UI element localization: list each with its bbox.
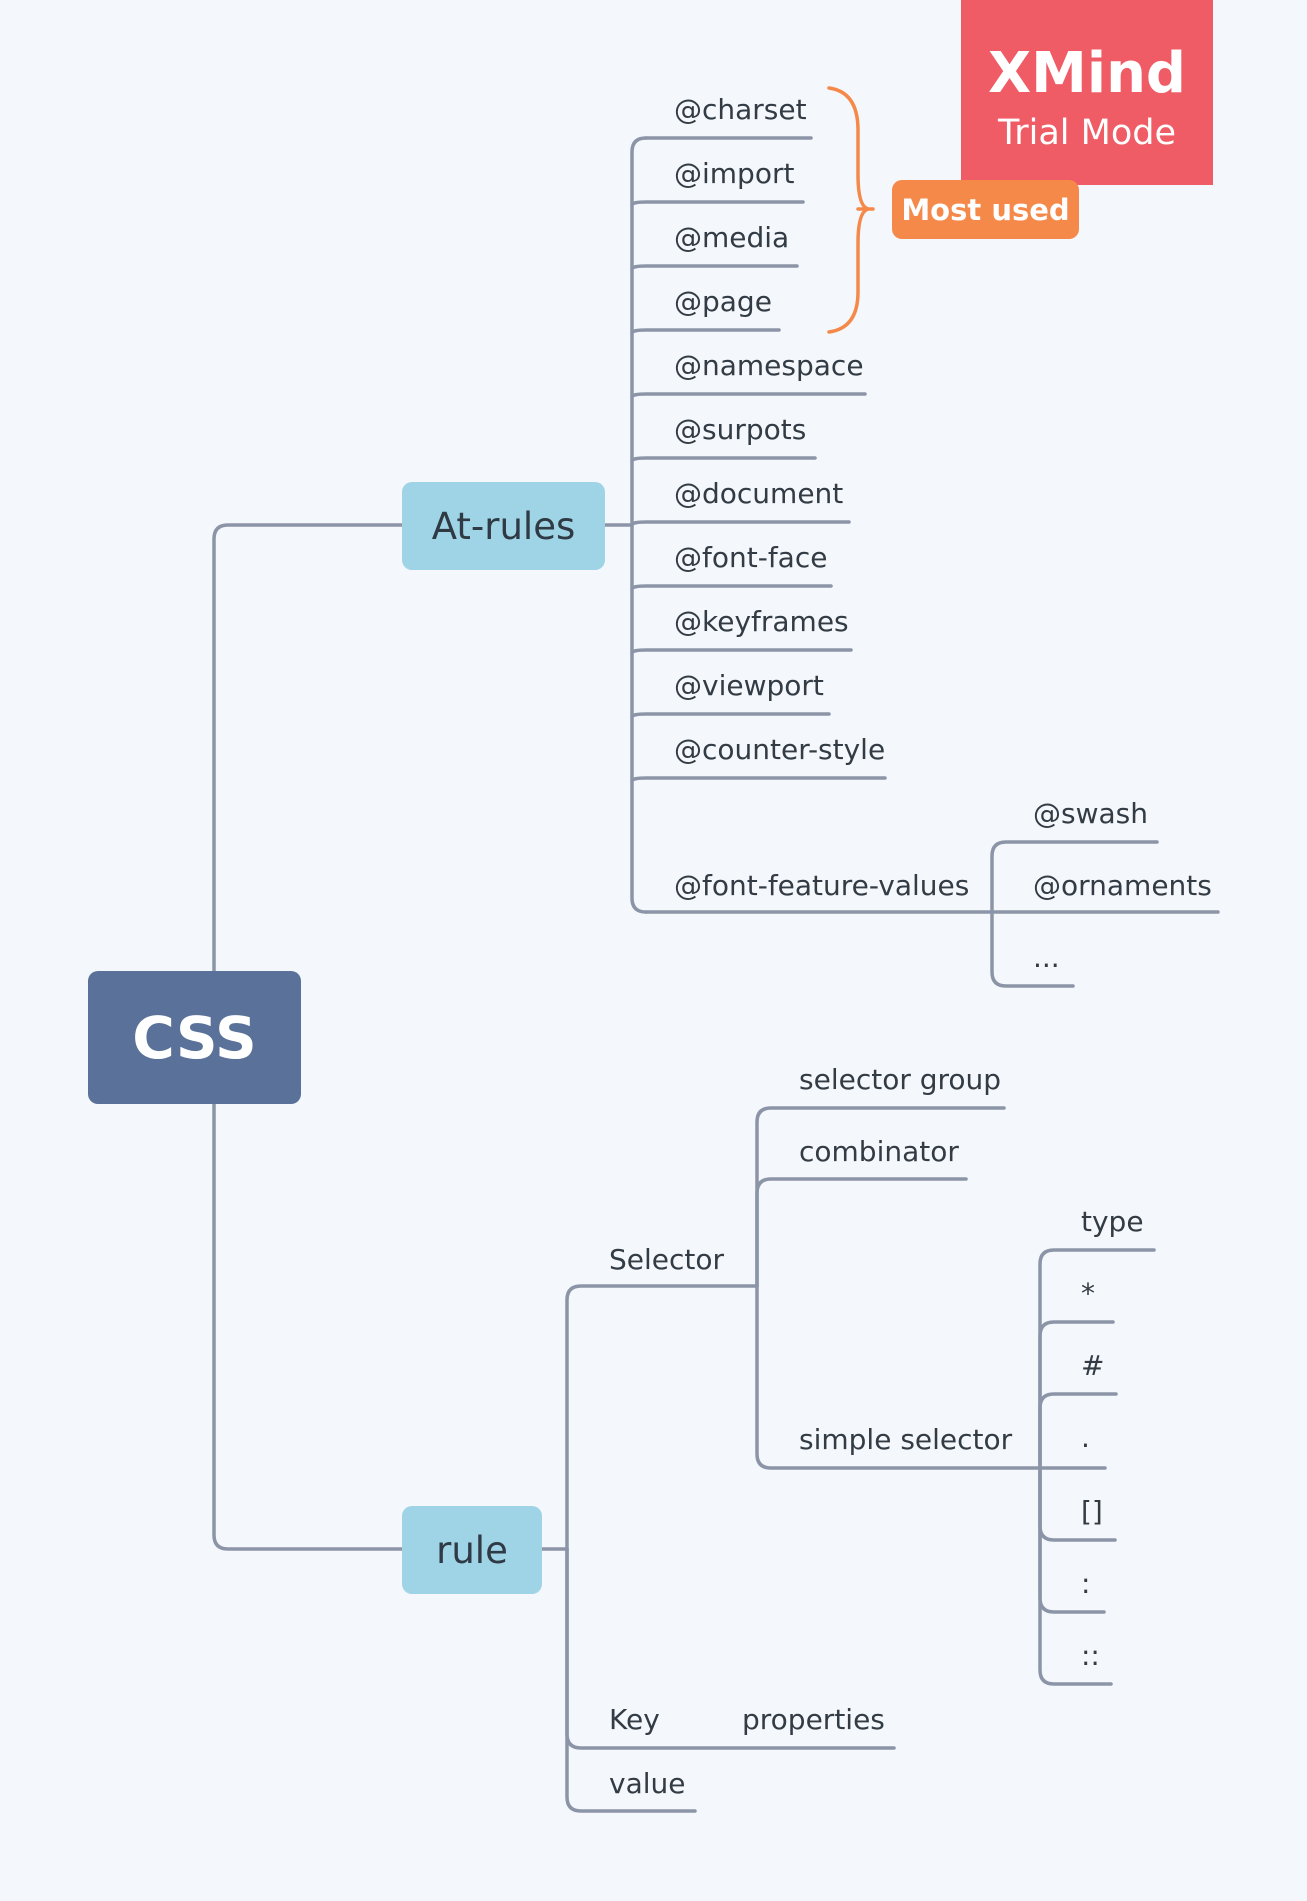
at-rule-surpots[interactable]: @surpots <box>674 413 807 446</box>
watermark-mode: Trial Mode <box>997 113 1176 153</box>
xmind-trial-watermark: XMind Trial Mode <box>961 0 1213 185</box>
ffv-swash[interactable]: @swash <box>1033 797 1148 830</box>
ffv-ellipsis[interactable]: ... <box>1033 941 1060 974</box>
simple-universal[interactable]: * <box>1081 1277 1095 1310</box>
simple-attribute[interactable]: [] <box>1081 1495 1103 1528</box>
watermark-brand: XMind <box>987 41 1187 106</box>
at-rule-media[interactable]: @media <box>674 221 790 254</box>
topic-at-rules[interactable]: At-rules <box>402 482 605 570</box>
at-rule-keyframes[interactable]: @keyframes <box>674 605 849 638</box>
at-rule-counter-style[interactable]: @counter-style <box>674 733 886 766</box>
at-rule-import[interactable]: @import <box>674 157 795 190</box>
simple-id[interactable]: # <box>1081 1349 1105 1382</box>
at-rule-font-feature-values[interactable]: @font-feature-values <box>674 869 970 902</box>
root-topic-css[interactable]: CSS <box>88 971 301 1104</box>
topic-rule[interactable]: rule <box>402 1506 542 1594</box>
at-rule-namespace[interactable]: @namespace <box>674 349 864 382</box>
selector-combinator[interactable]: combinator <box>799 1135 959 1168</box>
topic-properties[interactable]: properties <box>742 1703 885 1736</box>
simple-class[interactable]: . <box>1081 1421 1090 1454</box>
at-rule-document[interactable]: @document <box>674 477 844 510</box>
most-used-label[interactable]: Most used <box>892 180 1079 239</box>
topic-selector[interactable]: Selector <box>609 1243 725 1276</box>
at-rule-charset[interactable]: @charset <box>674 93 807 126</box>
ffv-ornaments[interactable]: @ornaments <box>1033 869 1212 902</box>
at-rule-viewport[interactable]: @viewport <box>674 669 824 702</box>
selector-group[interactable]: selector group <box>799 1063 1002 1096</box>
connector-root-rule <box>212 1102 404 1551</box>
simple-type[interactable]: type <box>1081 1205 1144 1238</box>
simple-pseudo-class[interactable]: : <box>1081 1567 1091 1600</box>
connector-root-atrules <box>212 523 404 973</box>
connector-atrules-vertical <box>630 136 648 914</box>
simple-pseudo-element[interactable]: :: <box>1081 1639 1100 1672</box>
selector-simple[interactable]: simple selector <box>799 1423 1013 1456</box>
topic-key[interactable]: Key <box>609 1703 660 1736</box>
at-rule-page[interactable]: @page <box>674 285 772 318</box>
topic-value[interactable]: value <box>609 1767 686 1800</box>
at-rule-font-face[interactable]: @font-face <box>674 541 828 574</box>
